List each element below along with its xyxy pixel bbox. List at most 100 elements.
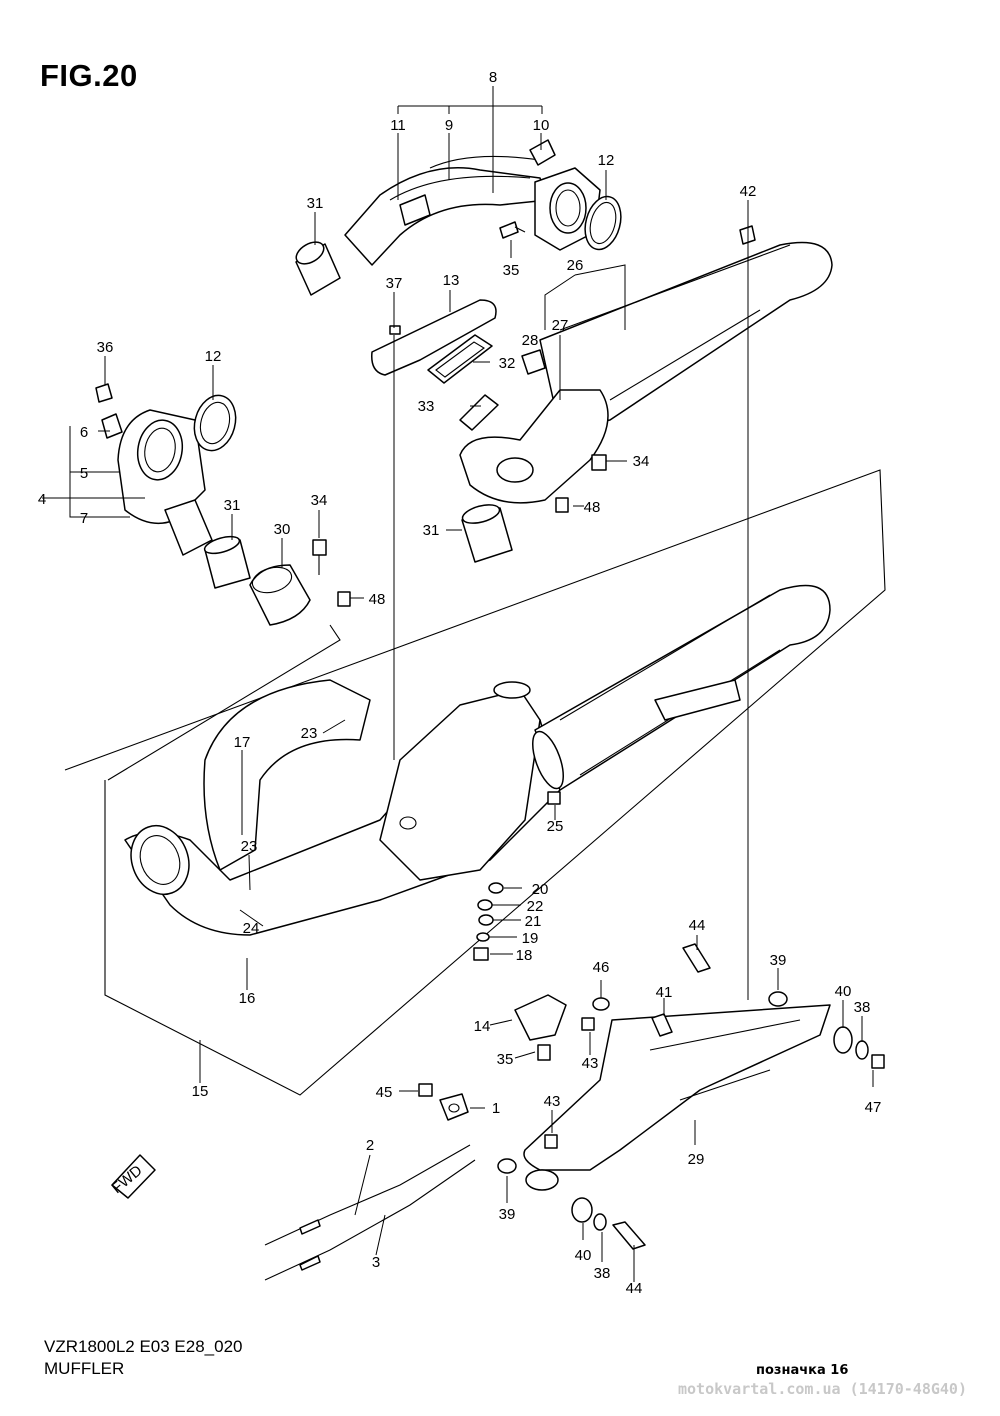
front-exhaust-pipe[interactable] [117, 409, 213, 556]
rear-muffler-lower[interactable] [526, 584, 831, 793]
washer-22[interactable] [477, 899, 493, 911]
muffler-bracket-29[interactable] [523, 1004, 831, 1191]
callout-2: 2 [366, 1137, 374, 1154]
washer-38-upper[interactable] [855, 1040, 869, 1060]
callout-28: 28 [522, 332, 539, 349]
callout-26: 26 [567, 257, 584, 274]
bolt-41[interactable] [651, 1013, 673, 1037]
bracket-14[interactable] [514, 994, 567, 1041]
callout-34: 34 [633, 453, 650, 470]
bolt-34-left[interactable] [312, 539, 327, 575]
exhaust-cover-27[interactable] [459, 389, 609, 504]
callout-25: 25 [547, 818, 564, 835]
bolt-44-upper[interactable] [682, 943, 711, 973]
cushion-28[interactable] [521, 349, 546, 375]
bolt-18[interactable] [473, 947, 489, 961]
gasket-12-left[interactable] [188, 391, 241, 455]
callout-11: 11 [390, 117, 406, 134]
clamp-30[interactable] [249, 563, 311, 626]
bolt-44-lower[interactable] [612, 1221, 646, 1250]
callout-16: 16 [239, 990, 256, 1007]
washer-20[interactable] [488, 882, 504, 894]
callout-35: 35 [503, 262, 520, 279]
callout-24: 24 [243, 920, 260, 937]
catalyst-body[interactable] [379, 681, 541, 881]
bolt-35-top[interactable] [499, 221, 526, 239]
callout-10: 10 [533, 117, 550, 134]
gasket-32[interactable] [427, 334, 493, 384]
callout-45: 45 [376, 1084, 393, 1101]
bolt-45[interactable] [418, 1083, 433, 1097]
bolt-36[interactable] [95, 383, 113, 403]
connector-sleeve-31-mid[interactable] [461, 501, 513, 563]
callouts: 8 9 11 10 12 31 35 42 26 27 28 37 13 32 … [38, 69, 882, 1297]
callout-27: 27 [552, 317, 569, 334]
callout-44: 44 [689, 917, 706, 934]
callout-33: 33 [418, 398, 435, 415]
cap-bolt-39-lower[interactable] [497, 1158, 517, 1174]
bolt-34-top[interactable] [591, 454, 607, 471]
nut-48-top[interactable] [555, 497, 569, 513]
callout-31: 31 [307, 195, 324, 212]
callout-23: 23 [301, 725, 318, 742]
callout-42: 42 [740, 183, 757, 200]
cushion-10[interactable] [529, 139, 556, 166]
rear-exhaust-pipe[interactable] [344, 155, 601, 266]
callout-19: 19 [522, 930, 539, 947]
damper-40-lower[interactable] [571, 1197, 593, 1223]
bolt-43-upper[interactable] [581, 1017, 595, 1031]
connector-sleeve-31-top[interactable] [293, 238, 341, 296]
callout-12: 12 [598, 152, 615, 169]
cap-bolt-39-upper[interactable] [768, 991, 788, 1007]
callout-35: 35 [497, 1051, 514, 1068]
callout-31: 31 [423, 522, 440, 539]
callout-4: 4 [38, 491, 46, 508]
exhaust-gasket-upper[interactable] [580, 193, 627, 254]
section-name: MUFFLER [44, 1359, 125, 1378]
heat-shield-13[interactable] [371, 299, 497, 376]
callout-41: 41 [656, 984, 673, 1001]
callout-5: 5 [80, 465, 88, 482]
callout-44: 44 [626, 1280, 643, 1297]
callout-18: 18 [516, 947, 533, 964]
callout-6: 6 [80, 424, 88, 441]
rear-muffler-upper[interactable] [539, 241, 833, 431]
callout-17: 17 [234, 734, 251, 751]
washer-19[interactable] [476, 932, 490, 942]
callout-47: 47 [865, 1099, 882, 1116]
connector-sleeve-31-left[interactable] [203, 533, 251, 589]
damper-40-upper[interactable] [833, 1026, 853, 1054]
callout-46: 46 [593, 959, 610, 976]
callout-43: 43 [544, 1093, 561, 1110]
callout-7: 7 [80, 510, 88, 527]
model-code: VZR1800L2 E03 E28_020 [44, 1337, 243, 1356]
callout-48: 48 [584, 499, 601, 516]
callout-23: 23 [241, 838, 258, 855]
nut-48-left[interactable] [337, 591, 351, 607]
cable-2[interactable] [264, 1144, 471, 1246]
cushion-6[interactable] [101, 413, 123, 439]
bolt-37[interactable] [389, 325, 401, 335]
nut-25[interactable] [547, 791, 561, 805]
callout-12: 12 [205, 348, 222, 365]
callout-37: 37 [386, 275, 403, 292]
callout-1: 1 [492, 1100, 500, 1117]
callout-34: 34 [311, 492, 328, 509]
washer-38-lower[interactable] [593, 1213, 607, 1231]
callout-30: 30 [274, 521, 291, 538]
bracket-1[interactable] [439, 1093, 469, 1121]
callout-38: 38 [854, 999, 871, 1016]
washer-46[interactable] [592, 997, 610, 1011]
nut-21[interactable] [478, 914, 494, 926]
bolt-35-bottom[interactable] [537, 1044, 551, 1061]
callout-36: 36 [97, 339, 114, 356]
callout-43: 43 [582, 1055, 599, 1072]
watermark: motokvartal.com.ua (14170-48G40) [678, 1380, 967, 1398]
gasket-33[interactable] [459, 394, 499, 431]
bolt-43-lower[interactable] [544, 1134, 558, 1149]
callout-40: 40 [575, 1247, 592, 1264]
cable-3[interactable] [264, 1159, 476, 1281]
callout-3: 3 [372, 1254, 380, 1271]
nut-47[interactable] [871, 1054, 885, 1069]
callout-39: 39 [770, 952, 787, 969]
